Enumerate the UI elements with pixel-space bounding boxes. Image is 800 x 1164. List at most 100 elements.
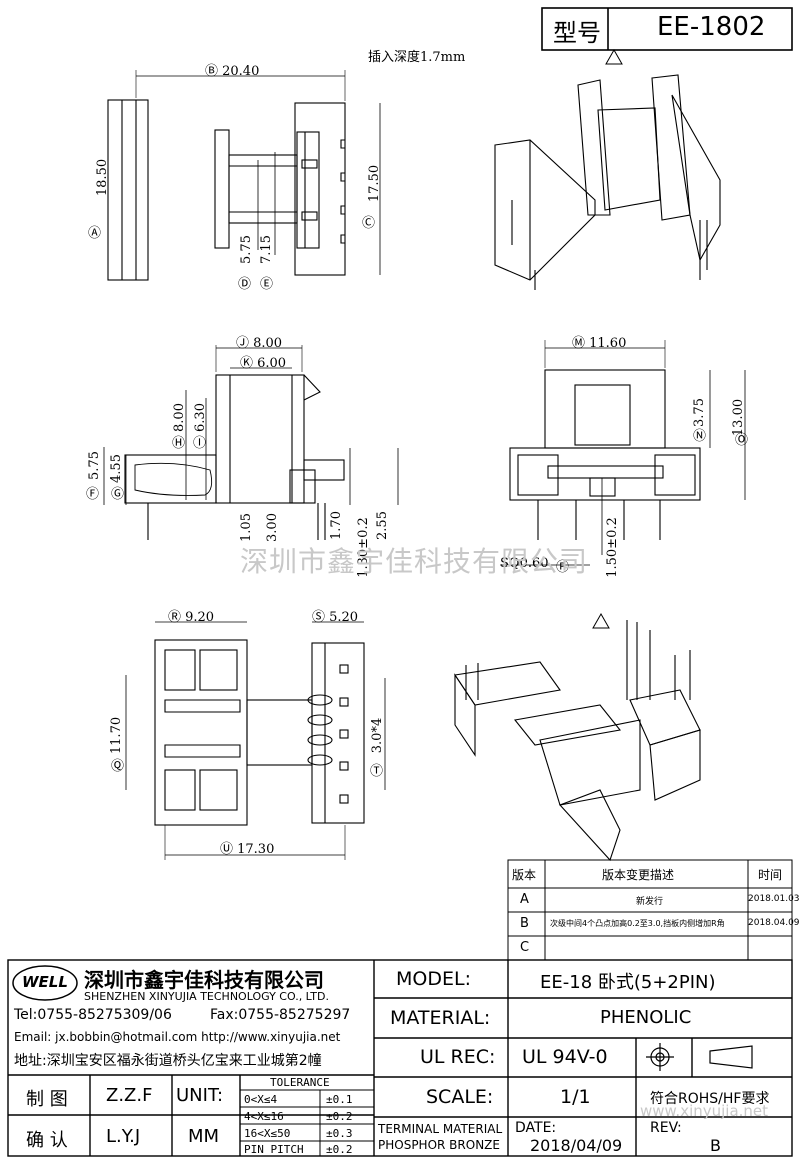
rev-field-label: REV: [650, 1120, 682, 1136]
model-label: 型号 [553, 19, 601, 47]
dim-g: 4.55 [108, 454, 124, 483]
rev-field-value: B [710, 1136, 721, 1155]
drawn-label: 制 图 [26, 1089, 68, 1110]
check-value: L.Y.J [106, 1126, 141, 1147]
material-field-label: MATERIAL: [390, 1007, 491, 1029]
dim-d: 5.75 [238, 235, 254, 264]
dim-105: 1.05 [238, 513, 254, 542]
label-e: Ⓔ [260, 277, 274, 292]
rev-a: A [520, 892, 529, 907]
dim-300: 3.00 [264, 513, 280, 542]
scale-field-label: SCALE: [426, 1086, 494, 1108]
rev-b-date: 2018.04.09 [748, 918, 800, 928]
logo-text: WELL [22, 973, 68, 991]
label-c: Ⓒ [362, 216, 376, 231]
dim-a: 18.50 [95, 158, 111, 197]
ulrec-field-label: UL REC: [420, 1046, 496, 1068]
company-name-cn: 深圳市鑫宇佳科技有限公司 [84, 968, 324, 992]
rev-c: C [520, 940, 530, 955]
dim-j: Ⓙ 8.00 [236, 336, 283, 351]
company-email: Email: jx.bobbin@hotmail.com http://www.… [14, 1030, 341, 1044]
rev-header-version: 版本 [512, 868, 537, 882]
label-i: Ⓘ [193, 436, 207, 451]
tol-value-1: ±0.1 [326, 1093, 353, 1106]
dim-n: 3.75 [691, 398, 707, 427]
watermark-url: www.xinyujia.net [640, 1102, 769, 1120]
tol-range-4: PIN PITCH [244, 1143, 304, 1156]
title-block-lines [7, 959, 793, 1157]
tolerance-title: TOLERANCE [270, 1076, 330, 1089]
dim-t: 3.0*4 [370, 717, 386, 754]
revision-table-lines [507, 859, 793, 961]
model-field-label: MODEL: [396, 968, 471, 990]
top-view [107, 70, 381, 281]
projection-symbol [646, 1043, 753, 1071]
dim-c: 17.50 [367, 164, 383, 203]
drawn-value: Z.Z.F [106, 1085, 153, 1106]
label-h: Ⓗ [172, 436, 186, 451]
label-f: Ⓕ [86, 487, 100, 502]
rev-header-date: 时间 [758, 868, 783, 882]
label-n: Ⓝ [693, 429, 707, 444]
date-field-label: DATE: [515, 1120, 557, 1136]
label-o: Ⓞ [735, 433, 749, 448]
label-t: Ⓣ [370, 764, 384, 779]
dim-e: 7.15 [258, 235, 274, 264]
check-label: 确 认 [26, 1130, 68, 1151]
dim-h: 8.00 [171, 403, 187, 432]
rohs-note: 符合ROHS/HF要求 [650, 1091, 770, 1107]
date-field-value: 2018/04/09 [530, 1136, 623, 1155]
dim-255: 2.55 [374, 511, 390, 540]
tol-value-2: ±0.2 [326, 1110, 353, 1123]
insert-depth-note: 插入深度1.7mm [368, 50, 466, 65]
model-number: EE-1802 [657, 12, 766, 42]
dim-k: Ⓚ 6.00 [240, 356, 287, 371]
dim-r: Ⓡ 9.20 [168, 610, 215, 625]
company-logo [12, 965, 78, 1001]
label-p: Ⓟ [556, 560, 570, 575]
tol-range-3: 16<X≤50 [244, 1127, 291, 1140]
dim-150: 1.50±0.2 [604, 517, 620, 578]
dim-q: 11.70 [109, 716, 125, 755]
label-g: Ⓖ [111, 487, 125, 502]
rev-b-desc: 次级中间4个凸点加高0.2至3.0,挡板内侧增加R角 [550, 919, 725, 928]
label-d: Ⓓ [238, 277, 252, 292]
material-field-value: PHENOLIC [600, 1007, 692, 1028]
dim-i: 6.30 [192, 403, 208, 432]
dim-m: Ⓜ 11.60 [572, 336, 627, 351]
tol-value-4: ±0.2 [326, 1143, 353, 1156]
tol-range-1: 0<X≤4 [244, 1093, 278, 1106]
rev-a-desc: 新发行 [636, 897, 664, 907]
company-tel: Tel:0755-85275309/06 [14, 1007, 172, 1023]
company-name-en: SHENZHEN XINYUJIA TECHNOLOGY CO., LTD. [84, 990, 329, 1003]
dim-u: Ⓤ 17.30 [220, 842, 275, 857]
bottom-view [125, 621, 386, 860]
dim-s: Ⓢ 5.20 [312, 610, 359, 625]
unit-value: MM [188, 1126, 220, 1147]
rev-a-date: 2018.01.03 [748, 894, 800, 904]
label-q: Ⓠ [111, 759, 125, 774]
tol-value-3: ±0.3 [326, 1127, 353, 1140]
rev-header-desc: 版本变更描述 [602, 868, 675, 882]
dim-b: Ⓑ 20.40 [205, 64, 260, 79]
terminal-material-label: TERMINAL MATERIAL [378, 1122, 503, 1136]
model-field-value: EE-18 卧式(5+2PIN) [540, 972, 716, 993]
front-view [500, 340, 746, 566]
iso-view-1 [494, 48, 721, 290]
label-a: Ⓐ [88, 226, 102, 241]
terminal-material-value: PHOSPHOR BRONZE [378, 1138, 500, 1152]
ulrec-field-value: UL 94V-0 [522, 1046, 608, 1068]
company-fax: Fax:0755-85275297 [210, 1007, 351, 1023]
watermark-text: 深圳市鑫宇佳科技有限公司 [240, 545, 589, 578]
dim-f: 5.75 [86, 451, 102, 480]
dim-sq: SQ0.60 [500, 556, 549, 571]
company-address: 地址:深圳宝安区福永街道桥头亿宝来工业城第2幢 [14, 1053, 322, 1069]
tol-range-2: 4<X≤16 [244, 1110, 284, 1123]
side-view [103, 345, 399, 540]
rev-b: B [520, 916, 529, 931]
dim-170: 1.70 [328, 511, 344, 540]
scale-field-value: 1/1 [560, 1086, 591, 1108]
iso-view-2 [454, 612, 701, 862]
